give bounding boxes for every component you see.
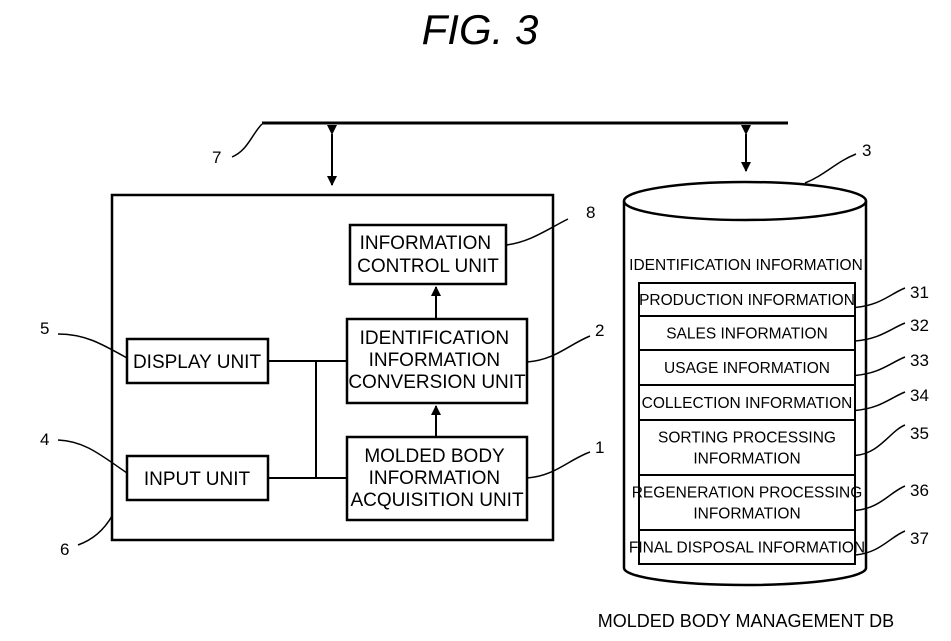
database-record-line: REGENERATION PROCESSING: [632, 485, 863, 502]
database-record-label: SALES INFORMATION: [666, 326, 828, 343]
identification-conversion-unit-label: IDENTIFICATION INFORMATION CONVERSION UN…: [348, 328, 526, 393]
display-ref: 5: [40, 319, 49, 338]
database-name: MOLDED BODY MANAGEMENT DB: [598, 611, 894, 631]
database-record-line: PRODUCTION INFORMATION: [639, 292, 855, 309]
input-unit-label: INPUT UNIT: [144, 469, 251, 490]
database-record-line: FINAL DISPOSAL INFORMATION: [629, 540, 865, 557]
database-record-line: COLLECTION INFORMATION: [642, 395, 853, 412]
database-record-line: INFORMATION: [693, 451, 800, 468]
database-records: PRODUCTION INFORMATION 31SALES INFORMATIO…: [629, 283, 929, 564]
display-unit-label: DISPLAY UNIT: [133, 352, 262, 373]
database-record-ref: 37: [910, 529, 929, 548]
database-record-label: USAGE INFORMATION: [664, 360, 830, 377]
database-record-ref: 33: [910, 351, 929, 370]
figure-title: FIG. 3: [422, 6, 539, 53]
input-ref: 4: [40, 430, 49, 449]
network-leader-line: [232, 124, 262, 157]
acquisition-ref: 1: [595, 438, 604, 457]
database-record-line: SALES INFORMATION: [666, 326, 828, 343]
molded-body-acquisition-unit-label: MOLDED BODY INFORMATION ACQUISITION UNIT: [350, 446, 524, 511]
database-record-label: PRODUCTION INFORMATION: [639, 292, 855, 309]
database-record-ref: 32: [910, 316, 929, 335]
network-ref: 7: [212, 148, 221, 167]
database-leader-line: [805, 154, 856, 183]
conversion-ref: 2: [595, 321, 604, 340]
database-record-ref: 36: [910, 481, 929, 500]
info-control-ref: 8: [586, 203, 595, 222]
database-record-line: INFORMATION: [693, 506, 800, 523]
database-top: [624, 182, 866, 220]
database-record-label: FINAL DISPOSAL INFORMATION: [629, 540, 865, 557]
apparatus-ref: 6: [60, 540, 69, 559]
database-record-ref: 34: [910, 386, 929, 405]
database-record-line: SORTING PROCESSING: [658, 430, 836, 447]
database-record-ref: 35: [910, 424, 929, 443]
database-record-label: COLLECTION INFORMATION: [642, 395, 853, 412]
apparatus-leader-line: [78, 516, 112, 545]
database-record-line: USAGE INFORMATION: [664, 360, 830, 377]
database-ref: 3: [862, 141, 871, 160]
database-record-ref: 31: [910, 283, 929, 302]
database-header: IDENTIFICATION INFORMATION: [629, 257, 863, 274]
